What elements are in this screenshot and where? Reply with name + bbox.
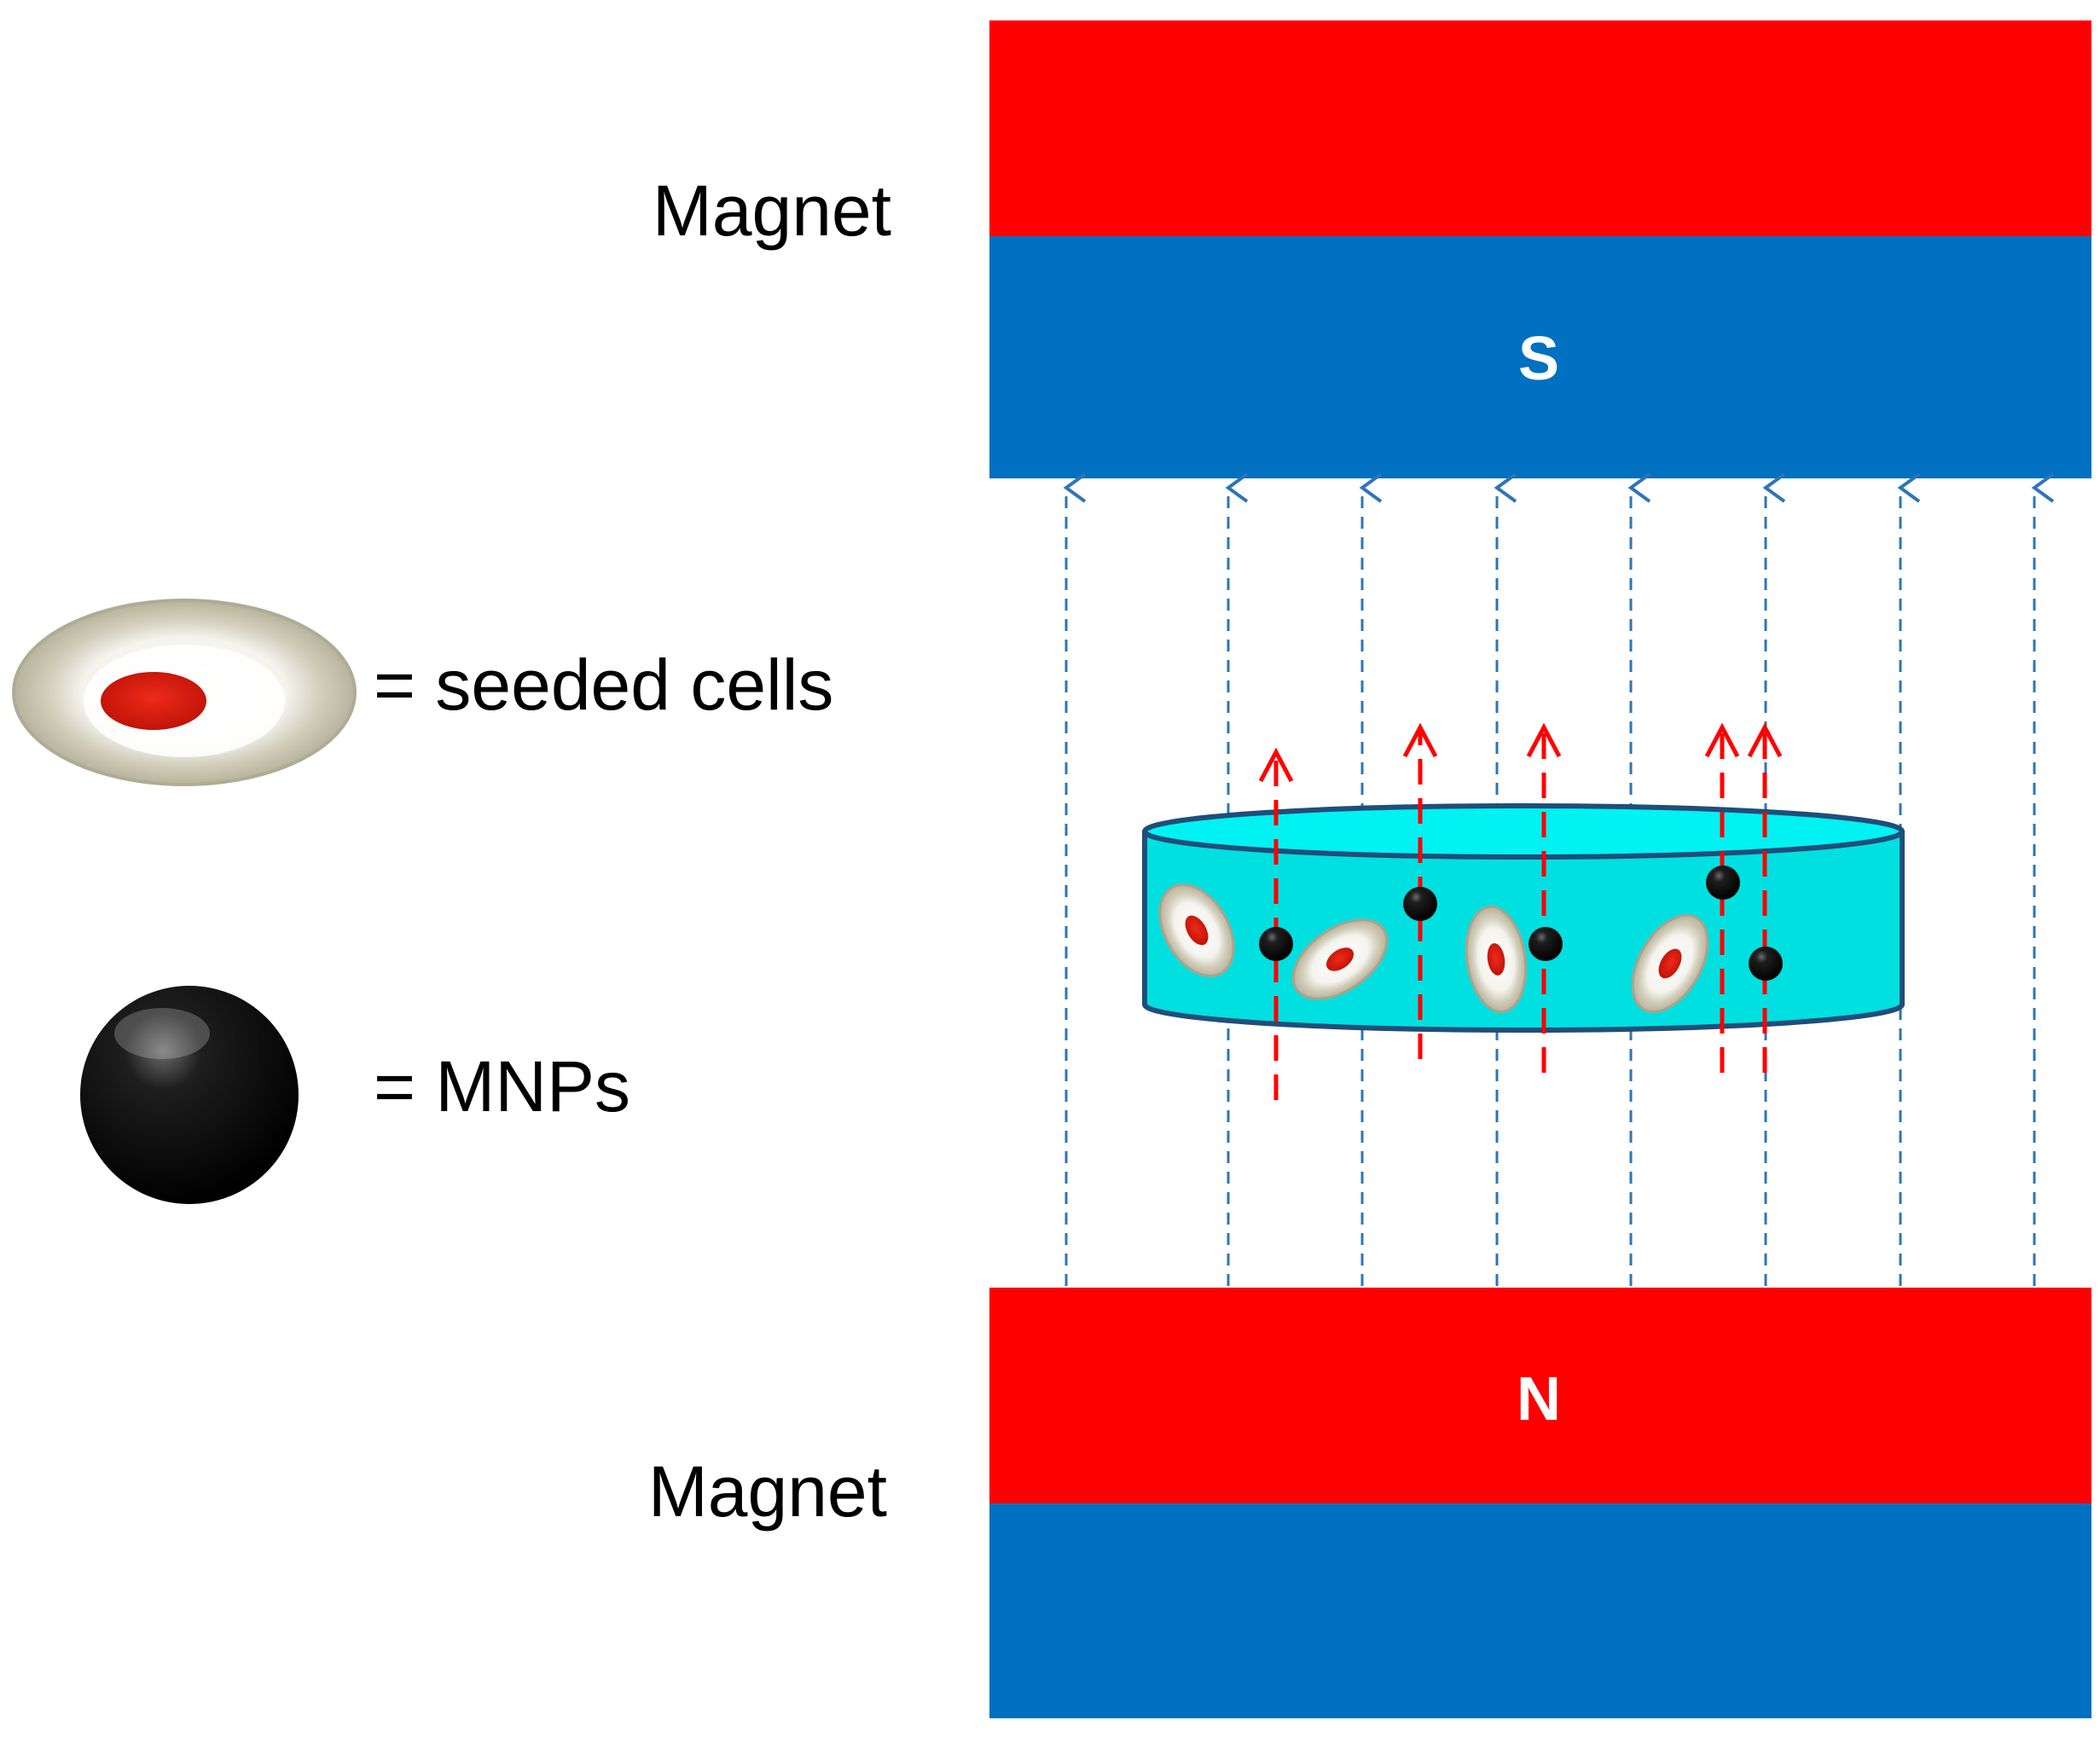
seeded-cell bbox=[1158, 883, 1235, 978]
bottom-magnet-blue-half bbox=[989, 1503, 2091, 1718]
legend-mnps-text: = MNPs bbox=[374, 1046, 630, 1126]
seeded-cell bbox=[1631, 913, 1709, 1014]
dish-body bbox=[1142, 829, 1905, 1033]
mnp-sphere-icon bbox=[80, 986, 299, 1204]
bottom-magnet-north-pole bbox=[989, 1288, 2091, 1503]
seeded-cell bbox=[1465, 905, 1528, 1014]
bottom-magnet: N bbox=[989, 1288, 2091, 1718]
dish-rim bbox=[1142, 803, 1905, 860]
legend: = seeded cells = MNPs bbox=[12, 599, 833, 1204]
force-arrow bbox=[1747, 722, 1783, 1073]
top-magnet-label: Magnet bbox=[653, 171, 891, 251]
force-arrow bbox=[1704, 722, 1740, 1073]
north-pole-label: N bbox=[1517, 1365, 1561, 1433]
force-arrows bbox=[1258, 722, 1783, 1100]
south-pole-label: S bbox=[1518, 325, 1559, 393]
seeded-cell-icon bbox=[12, 599, 357, 786]
force-arrow bbox=[1526, 722, 1562, 1073]
culture-dish bbox=[1142, 803, 1905, 1033]
mnp-particle bbox=[1706, 866, 1740, 900]
mnp-particle bbox=[1403, 887, 1437, 921]
seeded-cell bbox=[1291, 918, 1389, 1000]
mnp-particle bbox=[1259, 927, 1293, 961]
magnetic-nanoparticles bbox=[1259, 866, 1783, 981]
mnp-particle bbox=[1749, 947, 1783, 981]
seeded-cells bbox=[1158, 883, 1709, 1014]
top-magnet: S bbox=[989, 20, 2091, 478]
legend-cells-text: = seeded cells bbox=[374, 645, 833, 725]
mnp-particle bbox=[1529, 927, 1563, 961]
top-magnet-red-half bbox=[989, 20, 2091, 236]
top-magnet-south-pole bbox=[989, 236, 2091, 478]
bottom-magnet-label: Magnet bbox=[648, 1451, 887, 1532]
